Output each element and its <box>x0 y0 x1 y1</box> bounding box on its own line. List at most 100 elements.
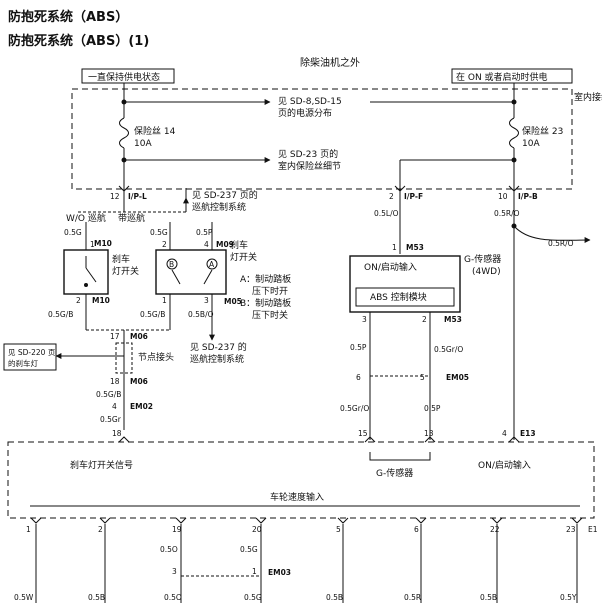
g-sensor-4wd-label: (4WD) <box>472 267 501 277</box>
brake-note: B：制动踏板 <box>240 297 291 309</box>
pin-label: 3 <box>362 315 367 324</box>
wire-color-label: 0.5B <box>88 593 105 602</box>
pin-label: 3 <box>204 296 209 305</box>
connector-m05: M05 <box>224 297 242 306</box>
on-start-power-label: 在 ON 或者启动时供电 <box>456 71 548 83</box>
joint-connector-label: 节点接头 <box>138 351 174 363</box>
diagram-top-label: 除柴油机之外 <box>300 56 360 69</box>
wire-color-label: 0.5G/B <box>96 390 121 399</box>
bottom-pin-row: 1 2 19 20 5 6 22 23 E1 <box>26 517 598 534</box>
on-start-power-box <box>451 68 573 84</box>
brake-switch-label: 灯开关 <box>112 265 139 277</box>
pin-label: 1 <box>90 240 95 249</box>
pin-label: 2 <box>422 315 427 324</box>
fuse-23-name: 保险丝 23 <box>522 125 563 137</box>
brake-signal-label: 刹车灯开关信号 <box>70 459 133 471</box>
connector-em03: EM03 <box>268 568 291 577</box>
power-ref-label-1: 见 SD-8,SD-15 <box>278 96 342 107</box>
connector-m53: M53 <box>406 243 424 252</box>
cruise-ref-label-2: 巡航控制系统 <box>192 201 246 213</box>
g-sensor-bottom-label: G-传感器 <box>376 467 413 479</box>
module-on-start-label: ON/启动输入 <box>364 261 417 273</box>
bottom-wires <box>35 524 578 603</box>
pin-label: 18 <box>112 429 122 438</box>
bottom-pin-label: 22 <box>490 525 500 534</box>
pin-label: 1 <box>252 567 257 576</box>
page-subtitle: 防抱死系统（ABS）(1) <box>8 34 150 49</box>
pin-label: 6 <box>356 373 361 382</box>
wire-color-label: 0.5G/B <box>48 310 73 319</box>
brake-switch-label: 灯开关 <box>230 251 257 263</box>
switch-blade <box>203 269 213 285</box>
brake-switch-label: 刹车 <box>230 239 248 251</box>
connector-m09: M09 <box>216 240 234 249</box>
pin-label: 13 <box>424 429 434 438</box>
fuse-23-rating: 10A <box>522 139 540 149</box>
wheel-speed-label: 车轮速度输入 <box>270 491 324 503</box>
wire-color-label: 0.5Y <box>560 593 577 602</box>
switch-a-circle <box>206 258 218 270</box>
fuse-14-name: 保险丝 14 <box>134 125 176 137</box>
wire-color-label: 0.5Gr/O <box>340 404 369 413</box>
wire-color-label: 0.5P <box>424 404 441 413</box>
wire-color-label: 0.5O <box>164 593 182 602</box>
pin-label: 2 <box>162 240 167 249</box>
wire-color-label: 0.5B/O <box>188 310 214 319</box>
connector-m10: M10 <box>92 296 110 305</box>
fuse-23-symbol <box>509 117 519 149</box>
connector-em05: EM05 <box>446 373 469 382</box>
bottom-pin-label: 2 <box>98 525 103 534</box>
cruise-ref2-label-2: 巡航控制系统 <box>190 353 244 365</box>
connector-chevrons <box>118 185 520 192</box>
fuse-14-symbol <box>119 117 129 149</box>
abs-control-module-box <box>355 287 455 307</box>
wire-color-label: 0.5P <box>196 228 213 237</box>
wire-color-label: 0.5G <box>240 545 258 554</box>
always-power-box <box>81 68 175 84</box>
detail-ref-label-1: 见 SD-23 页的 <box>278 148 338 160</box>
junction-box-outline <box>71 88 573 190</box>
ground-ref-label-2: 的刹车灯 <box>8 358 38 368</box>
junction-box-label: 室内接线盒 <box>574 91 602 103</box>
pin-label: 2 <box>389 192 394 201</box>
wire-color-label: 0.5P <box>350 343 367 352</box>
connector-m06: M06 <box>130 332 148 341</box>
pin-label: 17 <box>110 332 120 341</box>
connector-m10: M10 <box>94 239 112 248</box>
wire-color-label: 0.5G <box>64 228 82 237</box>
wire-color-label: 0.5Gr/O <box>434 345 463 354</box>
junction-box-label-text: 室内接线盒 <box>574 91 602 103</box>
wo-cruise-label: W/O 巡航 <box>66 212 106 224</box>
switch-blade <box>85 267 97 283</box>
switch-b-label: B <box>169 260 174 269</box>
bottom-pin-label: 19 <box>172 525 182 534</box>
bottom-wire-colors: 0.5W 0.5B 0.5O 0.5G 0.5B 0.5R 0.5B 0.5Y <box>14 593 577 602</box>
pin-label: 12 <box>110 192 120 201</box>
wire-color-label: 0.5B <box>326 593 343 602</box>
g-sensor-module <box>349 255 461 313</box>
connector-m06: M06 <box>130 377 148 386</box>
wire-color-label: 0.5G/B <box>140 310 165 319</box>
bottom-pin-label: 20 <box>252 525 262 534</box>
wire-color-label: 0.5R/O <box>494 209 520 218</box>
brake-note: 压下时关 <box>252 309 288 321</box>
switch-b-circle <box>166 258 178 270</box>
brake-note: 压下时开 <box>252 285 288 297</box>
abs-control-module-label: ABS 控制模块 <box>370 291 427 303</box>
wire-color-label: 0.5G <box>150 228 168 237</box>
abs-module-outline <box>7 441 595 519</box>
power-ref-label-2: 页的电源分布 <box>278 107 332 119</box>
pin-label: 1 <box>162 296 167 305</box>
bottom-pin-label: 23 <box>566 525 576 534</box>
page-title: 防抱死系统（ABS） <box>8 10 129 25</box>
switch-blade <box>171 269 181 285</box>
connector-ip-b: I/P-B <box>518 192 538 201</box>
g-sensor-label: G-传感器 <box>464 253 501 265</box>
fuse-14-rating: 10A <box>134 139 152 149</box>
wire-color-label: 0.5B <box>480 593 497 602</box>
pin-label: 3 <box>172 567 177 576</box>
pin-label: 1 <box>392 243 397 252</box>
brake-switch-label: 刹车 <box>112 253 130 265</box>
ro-branch-wire <box>513 225 591 244</box>
